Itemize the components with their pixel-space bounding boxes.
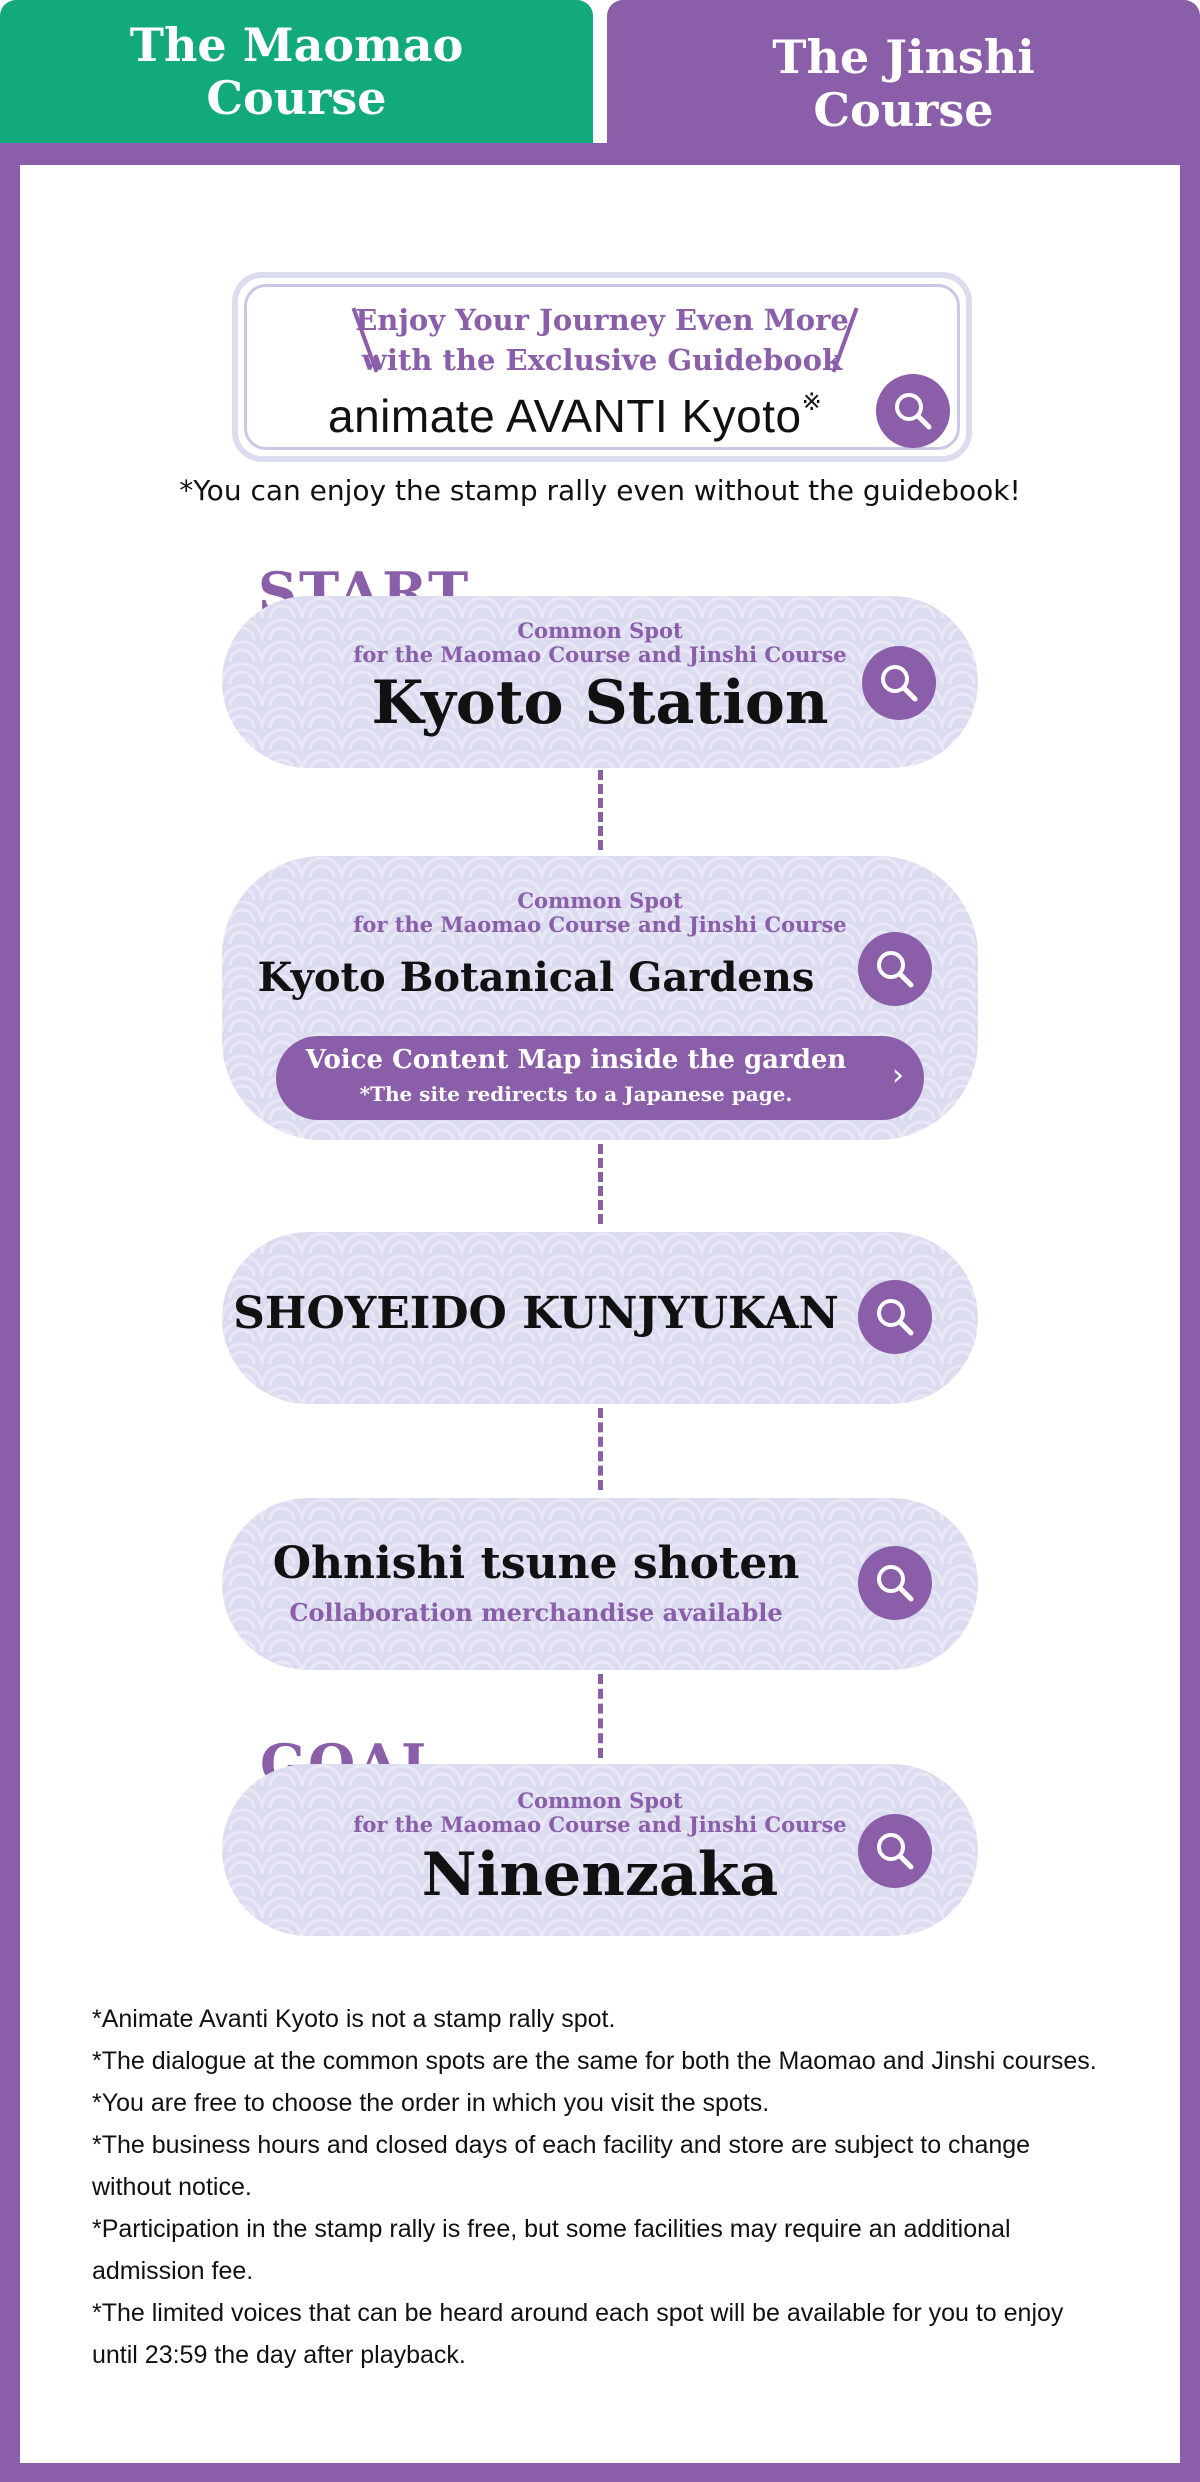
spot-kyoto-botanical-gardens[interactable]: Common Spot for the Maomao Course and Ji… (222, 856, 978, 1140)
spot-search-button[interactable] (858, 932, 932, 1006)
spot-name: SHOYEIDO KUNJYUKAN (233, 1288, 839, 1339)
notes-list: *Animate Avanti Kyoto is not a stamp ral… (92, 1998, 1102, 2376)
spot-name: Ohnishi tsune shoten (272, 1538, 800, 1589)
spot-search-button[interactable] (858, 1280, 932, 1354)
search-icon (877, 1565, 914, 1602)
common-spot-label: Common Spot (517, 888, 683, 913)
note-item: *Animate Avanti Kyoto is not a stamp ral… (92, 2005, 616, 2033)
spot-search-button[interactable] (858, 1814, 932, 1888)
spot-search-button[interactable] (862, 646, 936, 720)
search-icon (895, 393, 932, 430)
note-item: *The business hours and closed days of e… (92, 2131, 1031, 2201)
guidebook-search-button[interactable] (876, 374, 950, 448)
spot-search-button[interactable] (858, 1546, 932, 1620)
note-item: *You are free to choose the order in whi… (92, 2089, 770, 2117)
route-connector (598, 1144, 603, 1224)
route-connector (598, 770, 603, 850)
common-spot-label: Common Spot (517, 618, 683, 643)
tab-jinshi-course[interactable]: The Jinshi Course (607, 0, 1200, 160)
spot-kyoto-station[interactable]: Common Spot for the Maomao Course and Ji… (222, 596, 978, 768)
guidebook-tagline: Enjoy Your Journey Even More with the Ex… (238, 300, 966, 380)
search-icon (881, 665, 918, 702)
search-icon (877, 951, 914, 988)
spot-ohnishi-tsune-shoten[interactable]: Ohnishi tsune shoten Collaboration merch… (222, 1498, 978, 1670)
spot-name: Ninenzaka (421, 1840, 779, 1910)
common-spot-label: Common Spot (517, 1788, 683, 1813)
voice-content-map-button[interactable]: Voice Content Map inside the garden *The… (276, 1036, 924, 1120)
route-connector (598, 1674, 603, 1758)
voice-content-map-note: *The site redirects to a Japanese page. (359, 1082, 793, 1106)
guidebook-store-name-mark: ※ (801, 389, 823, 416)
voice-content-map-label: Voice Content Map inside the garden (305, 1045, 847, 1075)
route-connector (598, 1408, 603, 1490)
guidebook-store-name: animate AVANTI Kyoto※ (328, 388, 822, 443)
spot-subtitle: Collaboration merchandise available (289, 1598, 783, 1627)
common-spot-courses: for the Maomao Course and Jinshi Course (353, 1812, 847, 1837)
guidebook-tagline-line-1: Enjoy Your Journey Even More (355, 303, 849, 337)
spot-name: Kyoto Botanical Gardens (257, 954, 815, 1001)
tab-maomao-course[interactable]: The Maomao Course (0, 0, 593, 143)
guidebook-note: *You can enjoy the stamp rally even with… (179, 474, 1021, 507)
course-tabs: The Maomao Course The Jinshi Course (0, 0, 1200, 160)
chevron-right-icon: › (892, 1058, 904, 1093)
guidebook-store-name-text: animate AVANTI Kyoto (328, 390, 802, 442)
search-icon (877, 1833, 914, 1870)
spot-name: Kyoto Station (371, 668, 829, 738)
note-item: *Participation in the stamp rally is fre… (92, 2215, 1011, 2285)
note-item: *The dialogue at the common spots are th… (92, 2047, 1097, 2075)
tab-maomao-label: The Maomao Course (129, 17, 464, 125)
note-item: *The limited voices that can be heard ar… (92, 2299, 1064, 2369)
common-spot-courses: for the Maomao Course and Jinshi Course (353, 912, 847, 937)
guidebook-banner[interactable]: Enjoy Your Journey Even More with the Ex… (232, 272, 972, 462)
common-spot-courses: for the Maomao Course and Jinshi Course (353, 642, 847, 667)
spot-ninenzaka[interactable]: Common Spot for the Maomao Course and Ji… (222, 1764, 978, 1936)
guidebook-tagline-line-2: with the Exclusive Guidebook (361, 343, 843, 377)
guidebook-banner-border (244, 284, 960, 450)
tab-jinshi-label: The Jinshi Course (772, 30, 1035, 137)
spot-shoyeido-kunjyukan[interactable]: SHOYEIDO KUNJYUKAN (222, 1232, 978, 1404)
search-icon (877, 1299, 914, 1336)
